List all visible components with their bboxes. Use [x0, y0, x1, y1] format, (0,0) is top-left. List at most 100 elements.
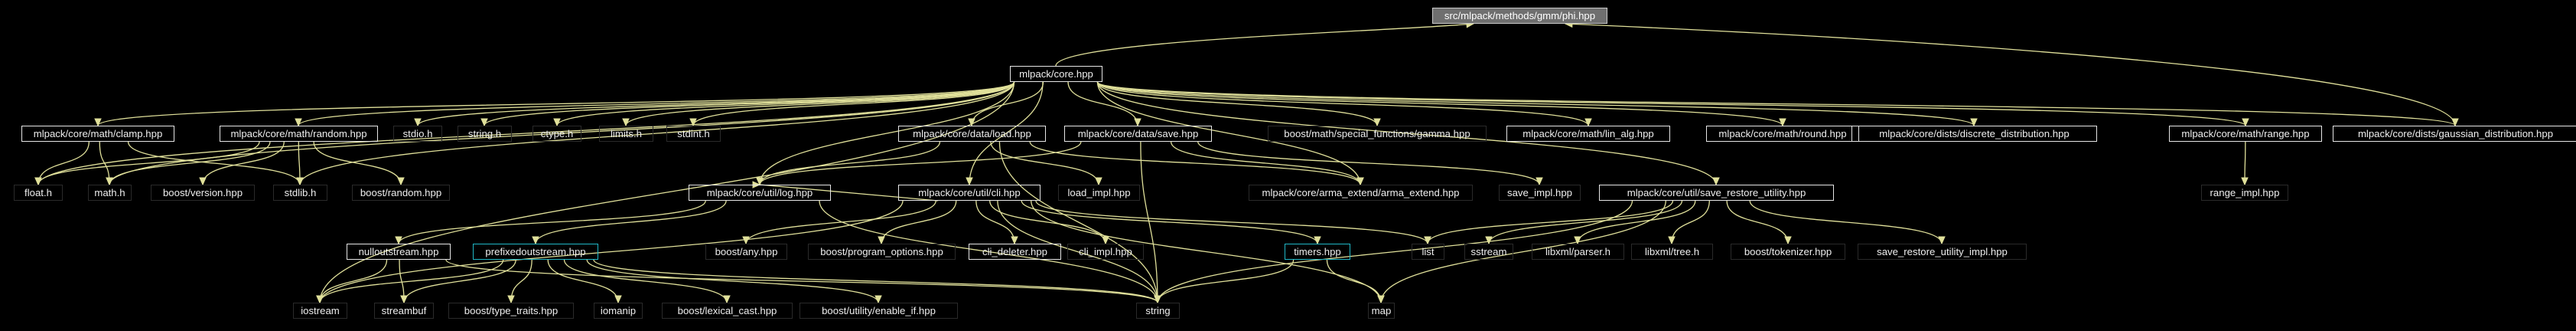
edge-core-to-discrete: [1096, 81, 1975, 126]
edge-log-to-string: [819, 200, 1158, 303]
edge-clamp-to-stdlib: [127, 141, 301, 185]
arrowhead-sru-to-sru_impl: [1938, 236, 1946, 245]
node-bpo[interactable]: boost/program_options.hpp: [808, 244, 956, 260]
node-cli[interactable]: mlpack/core/util/cli.hpp: [898, 185, 1040, 201]
node-phi[interactable]: src/mlpack/methods/gmm/phi.hpp: [1432, 8, 1607, 24]
node-load-impl[interactable]: load_impl.hpp: [1058, 185, 1140, 201]
edge-prefixed-to-iostream: [319, 259, 504, 303]
node-float[interactable]: float.h: [14, 185, 63, 201]
arrowhead-save-to-arma: [1356, 177, 1364, 186]
edge-random-to-bversion: [202, 141, 285, 185]
node-save[interactable]: mlpack/core/data/save.hpp: [1064, 126, 1212, 142]
node-ctype[interactable]: ctype.h: [532, 126, 581, 142]
edge-cli-to-cli_impl: [989, 200, 1106, 244]
arrowhead-core-to-gaussian: [2451, 118, 2459, 127]
node-bany[interactable]: boost/any.hpp: [705, 244, 787, 260]
edge-core-to-log: [759, 81, 1015, 185]
node-iostream[interactable]: iostream: [293, 303, 347, 319]
node-sru-impl[interactable]: save_restore_utility_impl.hpp: [1858, 244, 2027, 260]
edge-load-to-load_impl: [990, 141, 1099, 185]
edge-core-to-phi: [1055, 23, 1474, 67]
edge-core-to-limits: [625, 81, 1015, 126]
edge-save-to-log: [759, 141, 1082, 185]
node-list[interactable]: list: [1412, 244, 1444, 260]
node-blexical[interactable]: boost/lexical_cast.hpp: [662, 303, 793, 319]
arrowhead-core-to-lin_alg: [1584, 118, 1592, 127]
arrowhead-save-to-save_impl: [1536, 177, 1543, 186]
arrowhead-load-to-load_impl: [1095, 177, 1102, 186]
arrowhead-random-to-brandom: [397, 177, 405, 186]
arrowhead-log-to-prefixed: [532, 236, 539, 245]
node-parser[interactable]: libxml/parser.h: [1532, 244, 1624, 260]
node-discrete[interactable]: mlpack/core/dists/discrete_distribution.…: [1851, 126, 2097, 142]
node-iomanip[interactable]: iomanip: [594, 303, 643, 319]
node-sru[interactable]: mlpack/core/util/save_restore_utility.hp…: [1599, 185, 1834, 201]
node-prefixed[interactable]: prefixedoutstream.hpp: [473, 244, 598, 260]
node-btype[interactable]: boost/type_traits.hpp: [448, 303, 574, 319]
node-stdio[interactable]: stdio.h: [393, 126, 442, 142]
node-gamma[interactable]: boost/math/special_functions/gamma.hpp: [1268, 126, 1487, 142]
node-benable[interactable]: boost/utility/enable_if.hpp: [800, 303, 958, 319]
arrowhead-timers-to-map: [1377, 295, 1385, 304]
node-random[interactable]: mlpack/core/math/random.hpp: [220, 126, 378, 142]
arrowhead-core-to-stdio: [414, 118, 422, 127]
arrowhead-timers-to-string: [1154, 295, 1161, 304]
arrowhead-sru-to-list: [1424, 236, 1431, 245]
node-map[interactable]: map: [1368, 303, 1395, 319]
arrowhead-core-to-gamma: [1373, 118, 1381, 127]
node-cli-impl[interactable]: cli_impl.hpp: [1067, 244, 1144, 260]
node-tokenizer[interactable]: boost/tokenizer.hpp: [1731, 244, 1845, 260]
node-round[interactable]: mlpack/core/math/round.hpp: [1706, 126, 1859, 142]
node-tree[interactable]: libxml/tree.h: [1631, 244, 1713, 260]
node-string[interactable]: string: [1136, 303, 1180, 319]
node-bversion[interactable]: boost/version.hpp: [151, 185, 255, 201]
edge-save-to-arma: [1171, 141, 1361, 185]
node-nullout[interactable]: nulloutstream.hpp: [347, 244, 451, 260]
edge-core-to-string_h: [484, 81, 1015, 126]
arrowhead-core-to-sru: [1712, 177, 1720, 186]
node-limits[interactable]: limits.h: [599, 126, 653, 142]
node-math[interactable]: math.h: [88, 185, 132, 201]
edge-save-to-save_impl: [1197, 141, 1540, 185]
edge-sru-to-parser: [1577, 200, 1696, 244]
arrowhead-core-to-cli: [966, 177, 973, 186]
arrowhead-cli-to-cli_deleter: [1011, 236, 1018, 245]
edge-core-to-clamp: [97, 81, 1015, 126]
arrowhead-cli-to-timers: [1314, 236, 1321, 245]
arrowhead-save-to-log: [756, 177, 764, 186]
node-range[interactable]: mlpack/core/math/range.hpp: [2169, 126, 2322, 142]
node-arma[interactable]: mlpack/core/arma_extend/arma_extend.hpp: [1249, 185, 1473, 201]
arrowhead-random-to-math: [106, 177, 113, 186]
arrowhead-prefixed-to-btype: [507, 295, 515, 304]
node-core[interactable]: mlpack/core.hpp: [1010, 66, 1102, 82]
node-save-impl[interactable]: save_impl.hpp: [1499, 185, 1581, 201]
node-streambuf[interactable]: streambuf: [374, 303, 434, 319]
edge-load-to-log: [759, 141, 941, 185]
edge-sru-to-sru_impl: [1749, 200, 1943, 244]
node-timers[interactable]: timers.hpp: [1285, 244, 1350, 260]
node-log[interactable]: mlpack/core/util/log.hpp: [689, 185, 831, 201]
arrowhead-core-to-load: [968, 118, 975, 127]
edge-cli-to-cli_deleter: [975, 200, 1015, 244]
node-range-impl[interactable]: range_impl.hpp: [2201, 185, 2288, 201]
node-stdlib[interactable]: stdlib.h: [273, 185, 327, 201]
node-sstream[interactable]: sstream: [1464, 244, 1513, 260]
node-cli-deleter[interactable]: cli_deleter.hpp: [969, 244, 1061, 260]
edge-sru-to-tokenizer: [1726, 200, 1789, 244]
node-load[interactable]: mlpack/core/data/load.hpp: [898, 126, 1046, 142]
edge-sru-to-list: [1427, 200, 1674, 244]
edge-load-to-arma: [1029, 141, 1361, 185]
node-brandom[interactable]: boost/random.hpp: [352, 185, 450, 201]
arrowhead-core-to-round: [1779, 118, 1786, 127]
node-string-h[interactable]: string.h: [458, 126, 512, 142]
node-clamp[interactable]: mlpack/core/math/clamp.hpp: [21, 126, 174, 142]
edge-core-to-round: [1096, 81, 1783, 126]
arrowhead-prefixed-to-iomanip: [614, 295, 622, 304]
node-gaussian[interactable]: mlpack/core/dists/gaussian_distribution.…: [2333, 126, 2576, 142]
node-lin-alg[interactable]: mlpack/core/math/lin_alg.hpp: [1506, 126, 1670, 142]
edge-core-to-ctype: [556, 81, 1015, 126]
arrowhead-sru-to-tree: [1668, 236, 1676, 245]
node-stdint[interactable]: stdint.h: [666, 126, 721, 142]
arrowhead-log-to-nullout: [395, 236, 402, 245]
